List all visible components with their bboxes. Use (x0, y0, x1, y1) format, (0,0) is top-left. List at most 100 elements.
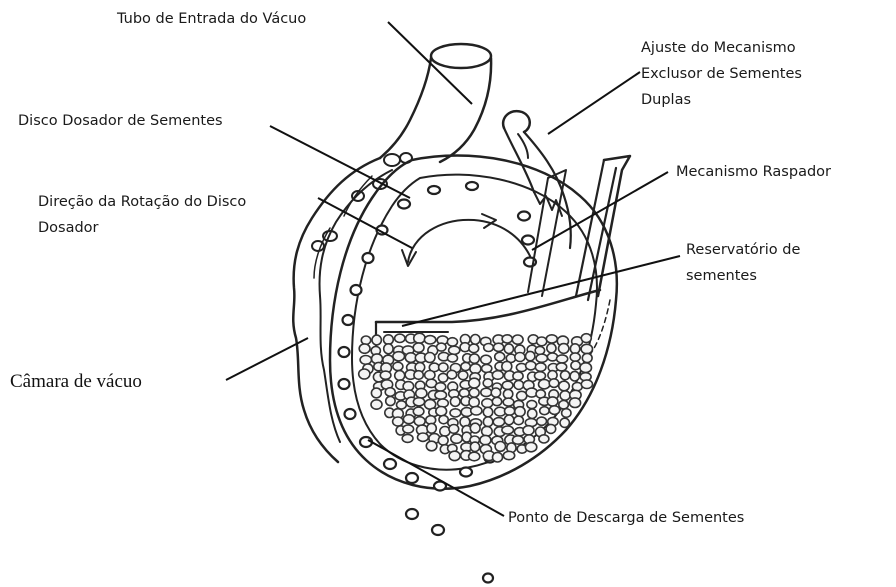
leader-vacuum-chamber (226, 338, 308, 380)
seed (371, 388, 381, 398)
seed (403, 425, 414, 433)
label-scraper: Mecanismo Raspador (676, 162, 831, 183)
seed (385, 388, 395, 397)
label-rotation-line2: Dosador (38, 218, 99, 239)
seed (438, 436, 448, 445)
seed (469, 397, 479, 407)
seed (395, 371, 405, 381)
seed (483, 407, 492, 417)
seed (495, 352, 505, 361)
seed (581, 334, 591, 343)
seed (482, 399, 493, 408)
seed (439, 415, 448, 423)
seed (482, 426, 493, 436)
leader-reservoir (402, 256, 680, 326)
label-vacuum-chamber: Câmara de vácuo (10, 370, 142, 394)
seed (495, 442, 505, 452)
seed (414, 417, 425, 426)
seed (492, 397, 501, 405)
seed (503, 451, 514, 459)
seed (581, 344, 592, 353)
seed (414, 371, 423, 380)
double-seed-eliminator (503, 111, 571, 248)
seed (581, 380, 592, 389)
seed (449, 346, 460, 354)
seed (481, 355, 492, 364)
seed (562, 409, 571, 418)
rotation-arrow (402, 214, 530, 266)
seed (535, 346, 544, 354)
seed (483, 417, 492, 427)
seed (503, 398, 514, 406)
seed (469, 452, 480, 461)
seed (514, 416, 524, 425)
seed (413, 407, 424, 416)
seed (556, 363, 566, 371)
seed (526, 351, 535, 360)
seed (481, 388, 492, 396)
seed (570, 353, 580, 361)
leader-double-seed (548, 72, 640, 134)
seed (561, 371, 570, 380)
label-double-seed-line1: Ajuste do Mecanismo (641, 38, 796, 59)
seed (559, 381, 570, 391)
seed (549, 379, 559, 388)
seed (527, 400, 537, 408)
seed (560, 391, 570, 400)
seed (437, 343, 446, 351)
seed (393, 352, 405, 361)
seed (469, 378, 480, 388)
seed (470, 423, 480, 433)
seed (447, 370, 457, 379)
seed (418, 433, 429, 441)
label-double-seed-line3: Duplas (641, 90, 691, 111)
seed (469, 344, 479, 353)
seed (386, 396, 395, 405)
seed (450, 409, 461, 417)
label-vacuum-tube: Tubo de Entrada do Vácuo (117, 9, 306, 30)
seed (447, 338, 457, 346)
seed (536, 354, 547, 362)
leader-metering-disc (270, 126, 410, 198)
seed (546, 335, 557, 343)
seed (513, 372, 523, 380)
seed (395, 334, 405, 342)
seed (448, 354, 458, 362)
seed (571, 361, 580, 370)
seed (505, 407, 515, 415)
seed (372, 335, 381, 345)
seed (435, 383, 446, 391)
seed (403, 415, 414, 424)
seed (502, 361, 512, 371)
seed (523, 426, 534, 435)
seed (361, 336, 370, 344)
seed (515, 407, 525, 417)
seed (384, 344, 393, 354)
seed (546, 424, 556, 433)
seed (504, 344, 513, 354)
seed (384, 335, 394, 345)
label-metering-disc: Disco Dosador de Sementes (18, 111, 223, 132)
seed (504, 415, 513, 425)
seed (502, 381, 513, 389)
seed (539, 435, 549, 443)
seed (458, 371, 467, 380)
seed (493, 452, 503, 462)
seed (360, 356, 371, 365)
seed (569, 398, 580, 408)
seed (435, 391, 447, 399)
falling-seeds (406, 509, 493, 583)
label-discharge-point: Ponto de Descarga de Sementes (508, 508, 744, 529)
seed (502, 426, 514, 434)
seed (537, 337, 547, 346)
seed (535, 372, 546, 380)
seed (425, 353, 435, 363)
label-rotation-line1: Direção da Rotação do Disco (38, 192, 246, 213)
seed (528, 409, 537, 419)
seed (427, 423, 436, 433)
seed (471, 406, 482, 415)
seed-pile (359, 333, 593, 462)
seed (450, 397, 460, 407)
seed (537, 417, 547, 425)
seed (492, 371, 503, 380)
